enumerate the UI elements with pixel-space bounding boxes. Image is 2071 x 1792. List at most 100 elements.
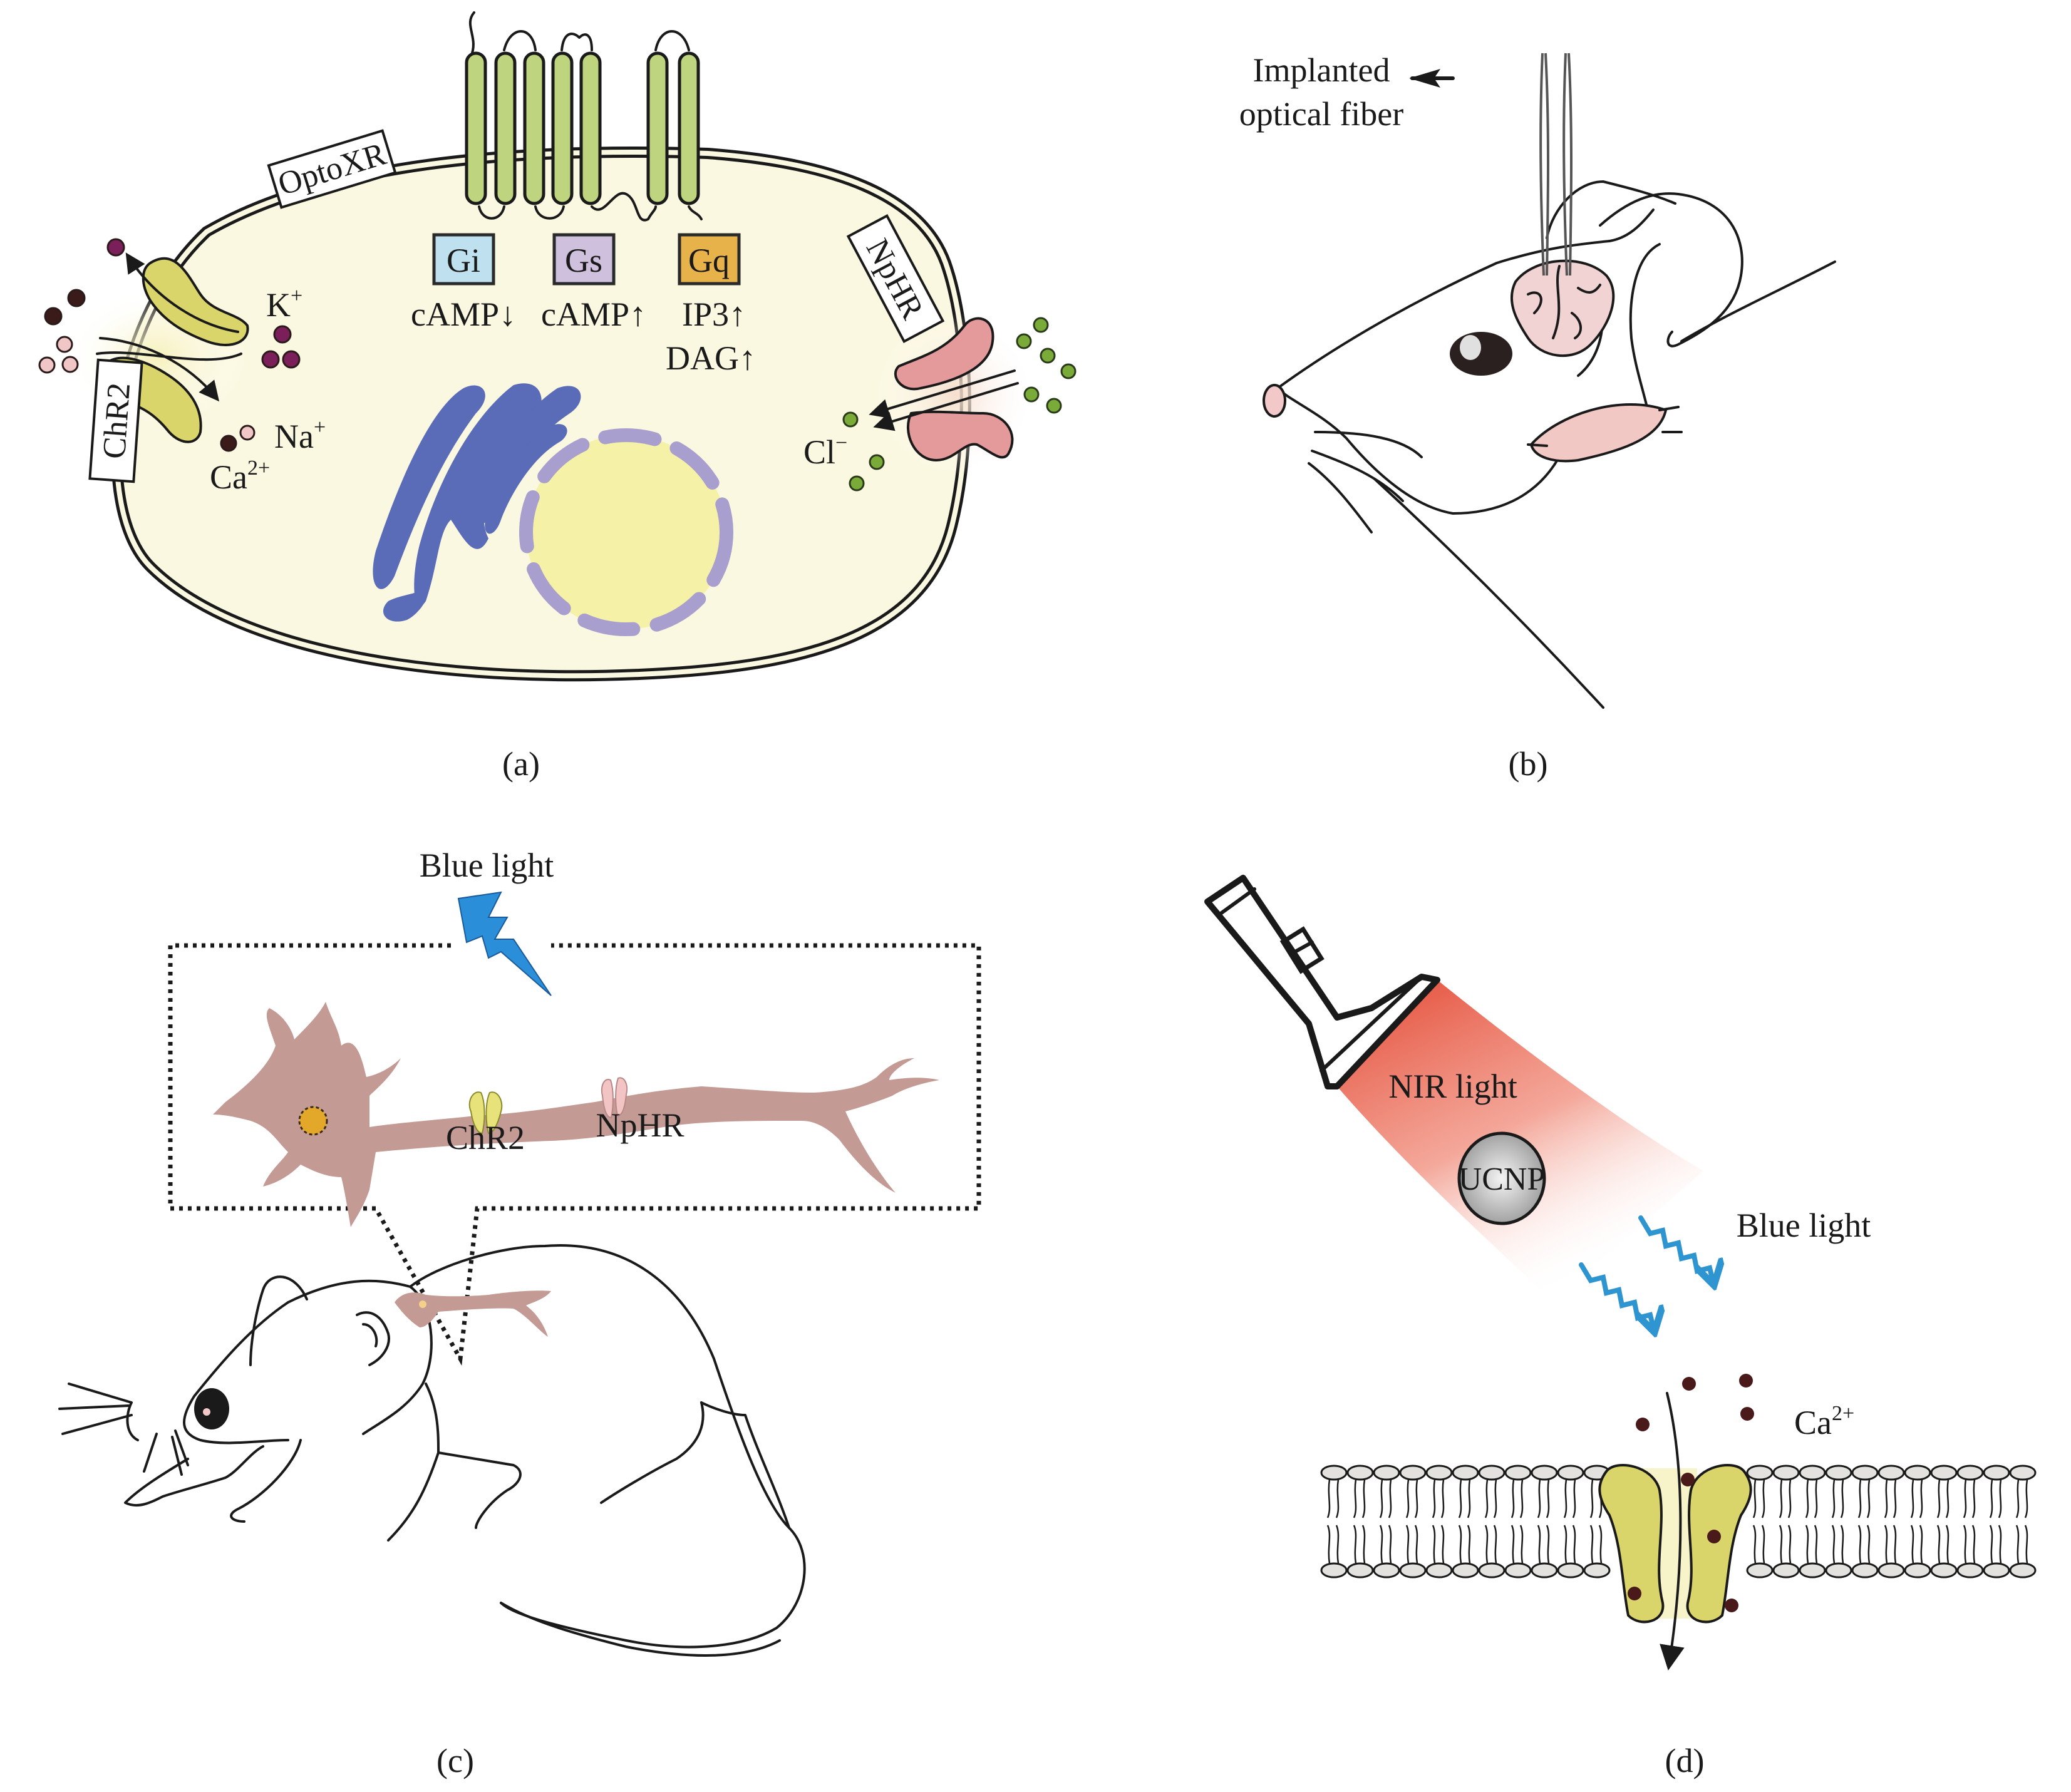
- lipid-tail: [1511, 1525, 1515, 1564]
- blue-light-waves: [1579, 1215, 1713, 1327]
- lipid-head: [1320, 1562, 1348, 1578]
- fiber-label-line1: Implanted: [1253, 51, 1390, 89]
- panel-c-caption: (c): [436, 1742, 474, 1779]
- lipid-tail: [1388, 1479, 1392, 1518]
- lipid-head: [1557, 1465, 1584, 1481]
- lipid-tail: [1440, 1525, 1445, 1564]
- lipid-head: [1373, 1562, 1400, 1578]
- lipid-tail: [1998, 1525, 2002, 1564]
- lipid-head: [1746, 1562, 1774, 1578]
- lipid-tail: [1989, 1525, 1993, 1564]
- lipid-head: [2009, 1562, 2037, 1578]
- panel-d: NIR light UCNP Blue light: [1204, 875, 2037, 1779]
- mouse-eye: [1450, 332, 1512, 376]
- lipid-tail: [1963, 1479, 1967, 1518]
- lipid-head: [1799, 1562, 1826, 1578]
- ca-ion-label-d: Ca2+: [1794, 1402, 1854, 1441]
- lipid-head: [2009, 1465, 2037, 1481]
- lipid-head: [1504, 1562, 1532, 1578]
- lipid-tail: [1752, 1479, 1757, 1518]
- svg-text:Gi: Gi: [447, 242, 480, 279]
- lipid-tail: [1484, 1479, 1489, 1518]
- chr2-label-box: [88, 358, 143, 483]
- gq-effect-ip3: IP3↑: [682, 296, 746, 333]
- lipid-tail: [1945, 1479, 1950, 1518]
- lipid-tail: [2024, 1525, 2028, 1564]
- lipid-head: [1956, 1465, 1984, 1481]
- lipid-tail: [2015, 1525, 2020, 1564]
- lipid-tail: [1493, 1525, 1497, 1564]
- lipid-head: [1825, 1465, 1852, 1481]
- lipid-head: [1425, 1465, 1453, 1481]
- g-protein-gi: Gi cAMP↓: [411, 233, 516, 333]
- lipid-tail: [1936, 1479, 1941, 1518]
- lipid-tail: [1884, 1525, 1888, 1564]
- lipid-tail: [1945, 1525, 1950, 1564]
- lipid-head: [1531, 1465, 1558, 1481]
- lipid-head: [1346, 1465, 1374, 1481]
- gs-effect: cAMP↑: [541, 296, 646, 333]
- lipid-tail: [1989, 1479, 1993, 1518]
- svg-text:Gs: Gs: [565, 242, 602, 279]
- ions-nphr: [842, 317, 1077, 492]
- g-protein-gs: Gs cAMP↑: [541, 233, 646, 333]
- lipid-tail: [1537, 1479, 1541, 1518]
- lipid-head: [1904, 1562, 1931, 1578]
- ucnp-triggered-channel: [1598, 1392, 1752, 1671]
- nphr-label-c: NpHR: [596, 1106, 684, 1144]
- lipid-tail: [1572, 1525, 1576, 1564]
- lipid-tail: [1598, 1525, 1603, 1564]
- lipid-head: [1930, 1465, 1958, 1481]
- lipid-tail: [1519, 1525, 1524, 1564]
- panel-a-caption: (a): [502, 745, 540, 783]
- lipid-tail: [1467, 1479, 1471, 1518]
- fiber-label-line2: optical fiber: [1239, 95, 1403, 133]
- lipid-tail: [1537, 1525, 1541, 1564]
- lipid-head: [1746, 1465, 1774, 1481]
- lipid-head: [1851, 1465, 1879, 1481]
- lipid-head: [1399, 1465, 1427, 1481]
- lipid-tail: [1405, 1479, 1410, 1518]
- svg-text:UCNP: UCNP: [1459, 1161, 1546, 1197]
- lipid-head: [1877, 1465, 1905, 1481]
- lipid-head: [1851, 1562, 1879, 1578]
- lipid-head: [1399, 1562, 1427, 1578]
- lipid-head: [1504, 1465, 1532, 1481]
- lipid-tail: [1787, 1479, 1792, 1518]
- panel-b-caption: (b): [1509, 745, 1548, 783]
- blue-light-label-d: Blue light: [1737, 1207, 1871, 1244]
- ucnp-particle: UCNP: [1457, 1131, 1546, 1225]
- lipid-head: [1877, 1562, 1905, 1578]
- optical-fiber: [1539, 53, 1573, 276]
- lipid-tail: [1414, 1479, 1418, 1518]
- nucleus: [519, 428, 733, 636]
- neuron: [213, 1002, 939, 1227]
- lipid-head: [1983, 1465, 2010, 1481]
- lipid-tail: [1379, 1479, 1383, 1518]
- lipid-head: [1799, 1465, 1826, 1481]
- lipid-tail: [1831, 1479, 1836, 1518]
- lipid-tail: [1405, 1525, 1410, 1564]
- lipid-tail: [1893, 1479, 1897, 1518]
- lipid-tail: [1910, 1479, 1914, 1518]
- nir-light-label: NIR light: [1388, 1068, 1517, 1105]
- lipid-tail: [1814, 1479, 1818, 1518]
- panel-a: OptoXR Gi cAMP↓ Gs: [38, 11, 1077, 783]
- lipid-tail: [1919, 1525, 1923, 1564]
- lipid-tail: [1493, 1479, 1497, 1518]
- zoom-callout-box: [168, 943, 981, 1366]
- lipid-bilayer: [1320, 1465, 2037, 1578]
- gi-effect: cAMP↓: [411, 296, 516, 333]
- lipid-tail: [1893, 1525, 1897, 1564]
- ions-chr2: [38, 238, 301, 452]
- lipid-tail: [2015, 1479, 2020, 1518]
- lipid-tail: [1432, 1479, 1436, 1518]
- lipid-head: [1452, 1465, 1479, 1481]
- lipid-head: [1452, 1562, 1479, 1578]
- lipid-head: [1772, 1465, 1800, 1481]
- lipid-head: [1346, 1562, 1374, 1578]
- lipid-head: [1772, 1562, 1800, 1578]
- calcium-ions: [1628, 1374, 1754, 1612]
- flashlight-icon: [1204, 875, 1440, 1089]
